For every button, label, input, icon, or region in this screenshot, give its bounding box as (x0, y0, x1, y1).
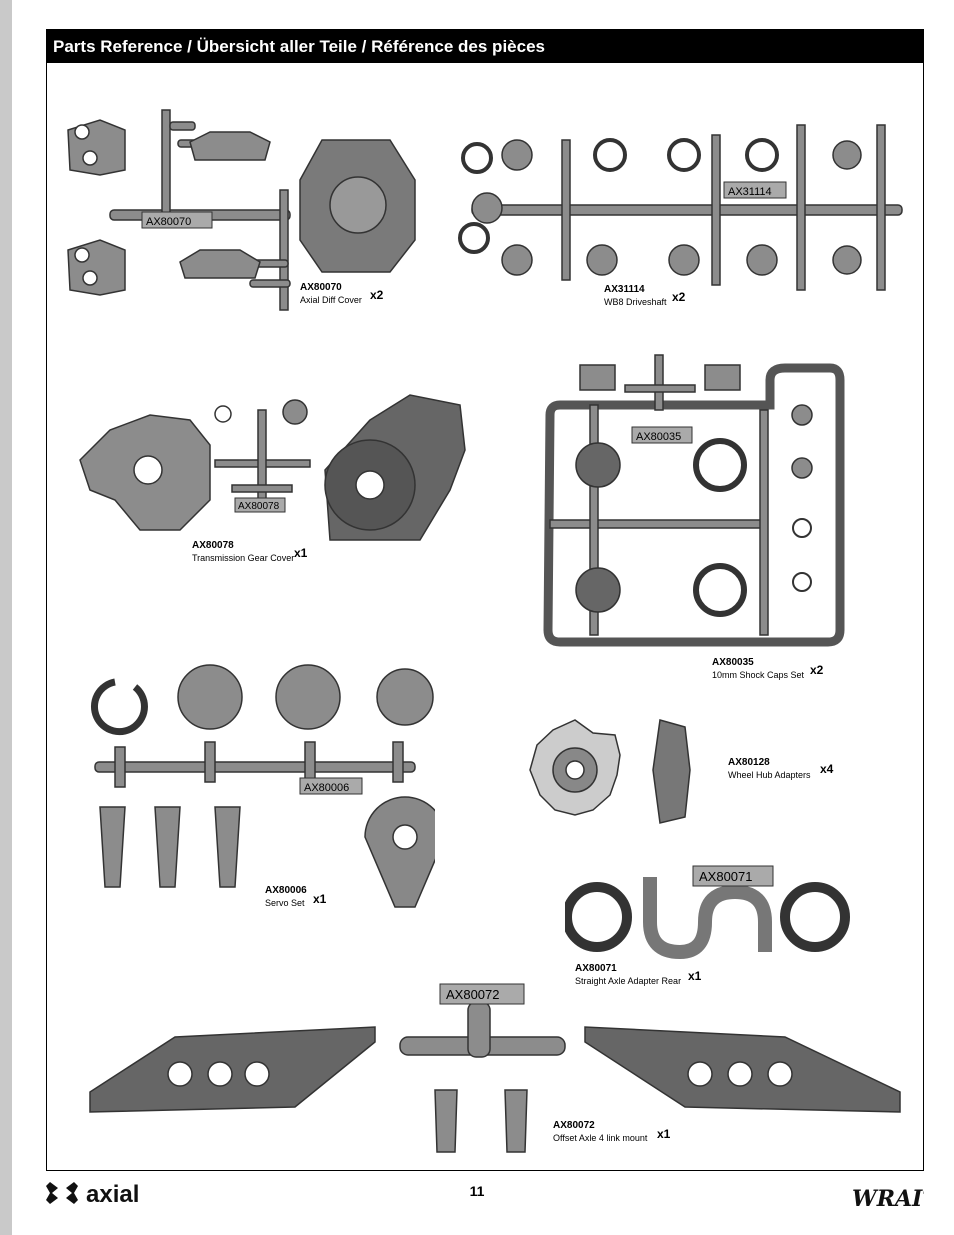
ax80128-qty: x4 (820, 762, 834, 776)
wraith-logo: WRAITH (852, 1186, 924, 1212)
svg-text:axial: axial (86, 1181, 139, 1208)
page-title: Parts Reference / Übersicht aller Teile … (47, 30, 923, 63)
ax80072-sprue-label: AX80072 (446, 987, 500, 1002)
ax80128-illustration (529, 719, 691, 824)
ax31114-illustration: AX31114 (458, 124, 903, 291)
ax31114-sprue-label: AX31114 (728, 186, 772, 198)
ax80006-illustration: AX80006 (91, 664, 435, 908)
ax80071-sprue-label: AX80071 (699, 869, 753, 884)
ax80071-label: AX80071 Straight Axle Adapter Rear (575, 963, 682, 986)
ax80078-qty: x1 (294, 546, 308, 560)
ax80072-illustration: AX80072 (89, 983, 901, 1153)
ax80035-qty: x2 (810, 663, 824, 677)
ax80078-sprue-label: AX80078 (238, 501, 280, 512)
ax80128-label: AX80128 Wheel Hub Adapters (728, 757, 811, 780)
ax80072-label: AX80072 Offset Axle 4 link mount (553, 1120, 648, 1143)
ax80006-sprue-label: AX80006 (304, 782, 349, 794)
axial-logo: axial (46, 1181, 139, 1208)
ax80070-illustration: AX80070 (67, 109, 416, 311)
ax80006-qty: x1 (313, 892, 327, 906)
ax80006-label: AX80006 Servo Set (265, 885, 307, 908)
ax80070-qty: x2 (370, 288, 384, 302)
ax80070-sprue-label: AX80070 (146, 216, 191, 228)
ax80072-qty: x1 (657, 1127, 671, 1141)
ax80078-label: AX80078 Transmission Gear Cover (192, 540, 295, 563)
ax80070-label: AX80070 Axial Diff Cover (300, 282, 362, 305)
ax80035-sprue-label: AX80035 (636, 431, 681, 443)
ax80071-qty: x1 (688, 969, 702, 983)
svg-text:WRAITH: WRAITH (852, 1186, 924, 1212)
page-frame: Parts Reference / Übersicht aller Teile … (46, 29, 924, 1171)
ax31114-qty: x2 (672, 290, 686, 304)
ax80035-illustration: AX80035 (543, 354, 845, 647)
ax80035-label: AX80035 10mm Shock Caps Set (712, 657, 805, 680)
page-number: 11 (469, 1183, 485, 1199)
ax31114-label: AX31114 WB8 Driveshaft (604, 284, 667, 307)
ax80078-illustration: AX80078 (79, 394, 466, 541)
ax80071-illustration: AX80071 (565, 865, 850, 960)
left-gray-bar (0, 0, 12, 1235)
